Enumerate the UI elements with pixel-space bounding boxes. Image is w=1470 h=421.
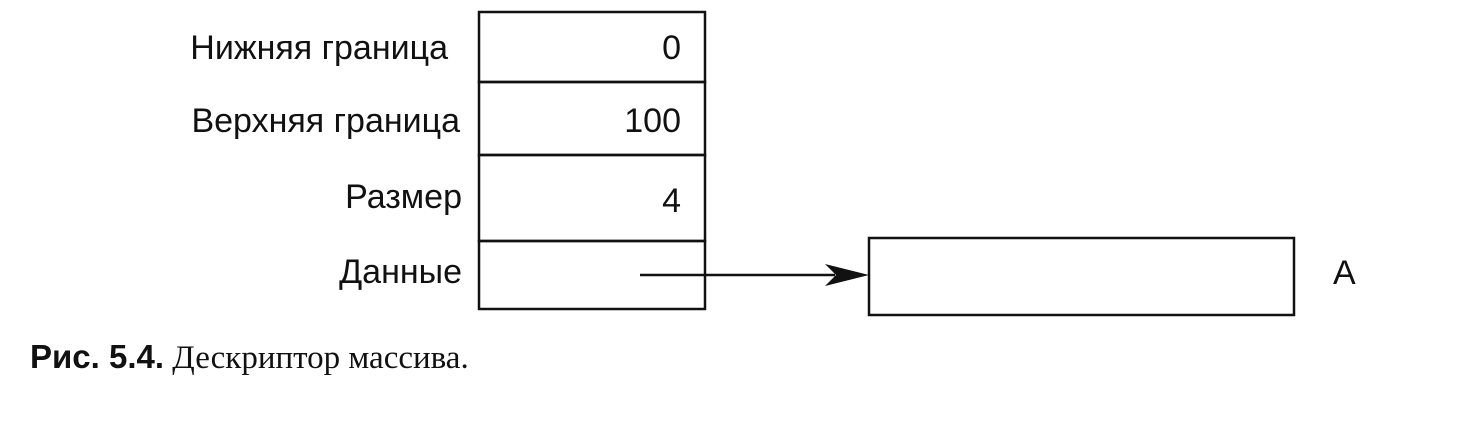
descriptor-row-upper-bound: Верхняя граница 100: [191, 80, 707, 157]
figure-caption: Рис. 5.4. Дескриптор массива.: [30, 338, 469, 377]
descriptor-value-size: 4: [662, 182, 681, 220]
array-name-label: A: [1333, 254, 1356, 292]
descriptor-label-upper-bound: Верхняя граница: [191, 102, 460, 140]
descriptor-row-size: Размер 4: [345, 153, 707, 243]
figure-caption-text: Дескриптор массива.: [164, 340, 469, 376]
descriptor-label-size: Размер: [345, 178, 462, 216]
figure-number: Рис. 5.4.: [30, 338, 165, 375]
descriptor-row-data: Данные: [339, 239, 707, 311]
descriptor-label-lower-bound: Нижняя граница: [190, 29, 448, 67]
descriptor-row-lower-bound: Нижняя граница 0: [190, 10, 707, 84]
array-storage-box: [867, 236, 1296, 317]
pointer-arrow-head: [825, 264, 869, 286]
descriptor-value-upper-bound: 100: [624, 102, 681, 140]
descriptor-value-lower-bound: 0: [662, 29, 681, 67]
data-pointer-arrow: [640, 264, 869, 286]
descriptor-label-data: Данные: [339, 253, 462, 291]
